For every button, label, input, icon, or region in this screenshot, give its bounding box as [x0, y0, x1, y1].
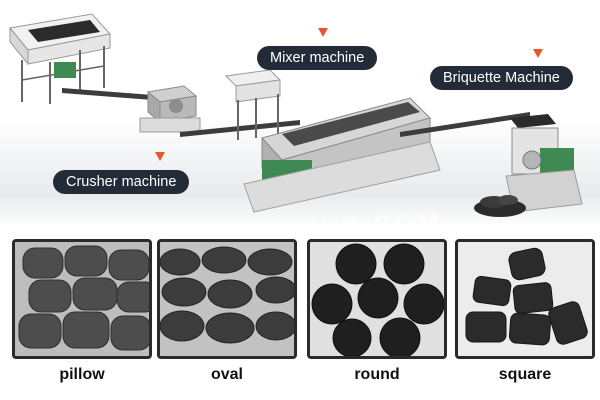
square-panel	[455, 239, 595, 359]
production-line-scene: Mixer machine Briquette Machine Crusher …	[0, 13, 600, 228]
mixer-marker-icon	[318, 28, 328, 37]
square-caption: square	[498, 366, 552, 383]
conveyor-2	[180, 120, 300, 137]
machines-illustration	[9, 13, 583, 217]
mixer-machine-label: Mixer machine	[257, 46, 378, 70]
mixer-machine	[243, 97, 441, 213]
crusher-marker-icon	[155, 152, 165, 161]
pillow-panel	[12, 239, 152, 359]
buffer-hopper	[224, 69, 282, 140]
feeder-hopper	[9, 13, 111, 104]
conveyor-1	[62, 88, 165, 101]
briquette-marker-icon	[533, 49, 543, 58]
round-panel	[307, 239, 447, 359]
pillow-caption: pillow	[59, 366, 105, 383]
crusher-machine	[139, 85, 201, 133]
briquette-machine	[505, 114, 583, 213]
oval-panel	[157, 239, 297, 359]
conveyor-3	[400, 112, 530, 137]
briquette-machine-label: Briquette Machine	[430, 66, 573, 90]
oval-caption: oval	[210, 366, 243, 383]
crusher-machine-label: Crusher machine	[53, 170, 190, 194]
briquette-pile	[474, 195, 526, 217]
round-caption: round	[354, 366, 400, 383]
